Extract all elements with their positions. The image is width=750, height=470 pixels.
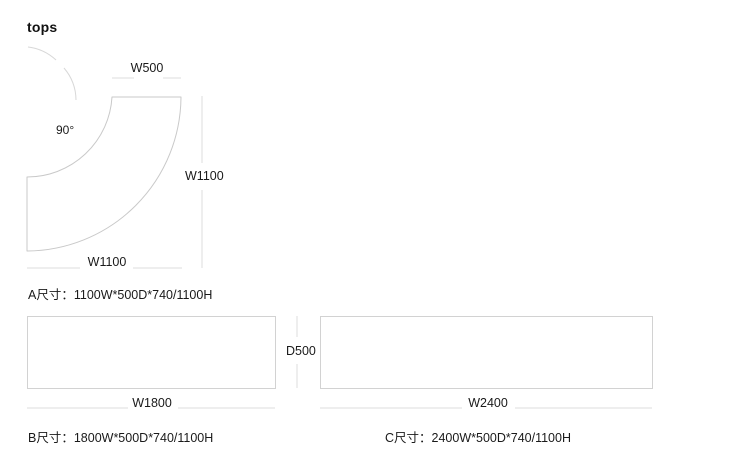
angle-arc-90 [27, 46, 77, 101]
dimension-label-d500: D500 [282, 344, 320, 358]
corner-top-shape [26, 96, 182, 252]
dimension-label-w1100-vertical: W1100 [181, 169, 228, 183]
angle-arc-segment-lower [63, 67, 77, 101]
spec-caption-b: B尺寸：1800W*500D*740/1100H [28, 431, 214, 445]
dimension-label-w1800: W1800 [128, 396, 176, 410]
spec-caption-a: A尺寸：1100W*500D*740/1100H [28, 288, 213, 302]
corner-top-outline [26, 96, 182, 252]
dimension-label-w500: W500 [126, 61, 168, 75]
rect-top-c [320, 316, 653, 389]
dimension-label-w1100-horizontal: W1100 [83, 255, 131, 269]
dimension-label-w2400: W2400 [464, 396, 512, 410]
angle-arc-segment-upper [27, 46, 57, 61]
rect-top-b [27, 316, 276, 389]
spec-caption-c: C尺寸：2400W*500D*740/1100H [385, 431, 571, 445]
angle-label-90-degrees: 90° [52, 123, 79, 137]
page-title: tops [27, 19, 58, 35]
